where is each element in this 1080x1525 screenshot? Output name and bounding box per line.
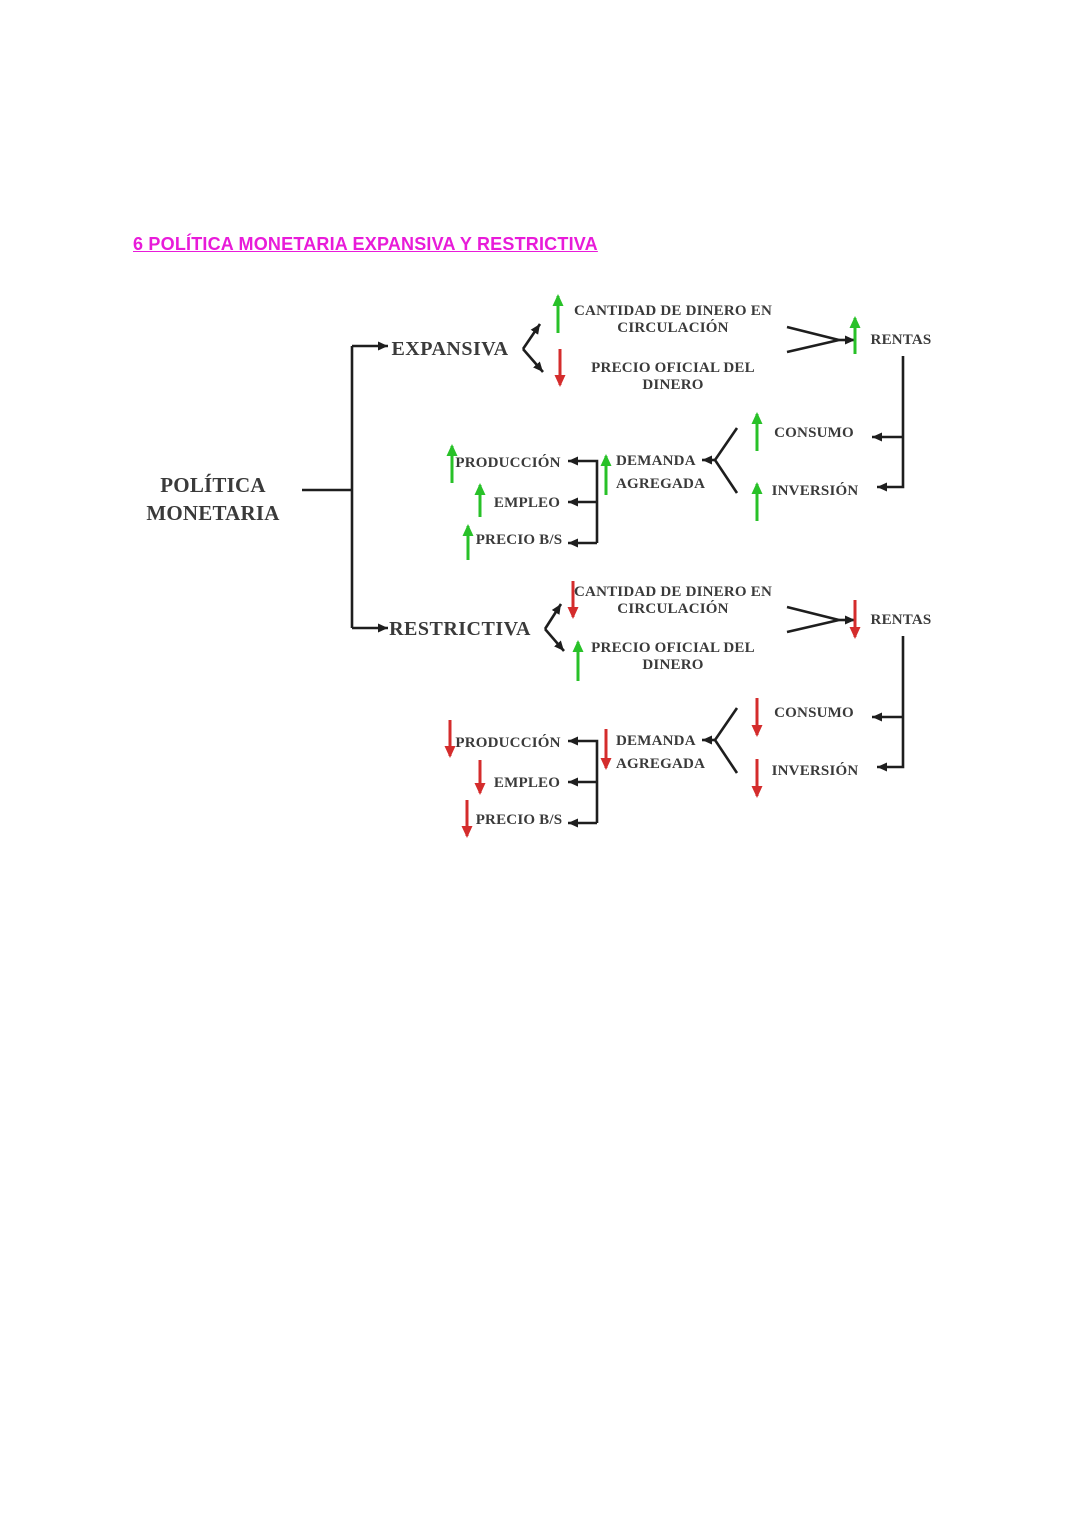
root-connectors xyxy=(302,341,388,633)
node-empleo-restrictiva: EMPLEO xyxy=(493,775,561,791)
node-inversion-expansiva: INVERSIÓN xyxy=(771,483,859,499)
node-cantidad-dinero-restrictiva: CANTIDAD DE DINERO EN CIRCULACIÓN xyxy=(574,584,772,617)
node-precio-oficial-expansiva: PRECIO OFICIAL DEL DINERO xyxy=(591,360,755,393)
node-expansiva: EXPANSIVA xyxy=(391,338,509,360)
expansiva-rentas-drop-line xyxy=(877,356,905,492)
node-restrictiva: RESTRICTIVA xyxy=(389,618,531,640)
node-demanda-agregada-restrictiva: DEMANDA AGREGADA xyxy=(616,733,706,772)
node-precio-bs-expansiva: PRECIO B/S xyxy=(475,532,563,548)
expansiva-split-lower-arrow xyxy=(522,348,544,373)
node-produccion-expansiva: PRODUCCIÓN xyxy=(455,455,561,471)
restrictiva-rentas-drop-line xyxy=(877,636,905,772)
node-inversion-restrictiva: INVERSIÓN xyxy=(771,763,859,779)
restrictiva-y-merge-lines xyxy=(713,707,739,774)
restrictiva-demanda-trunk-and-produccion-arrow xyxy=(568,736,599,823)
expansiva-y-merge-lines xyxy=(713,427,739,494)
node-precio-bs-restrictiva: PRECIO B/S xyxy=(475,812,563,828)
restrictiva-split-upper-arrow xyxy=(543,603,563,630)
node-rentas-expansiva: RENTAS xyxy=(870,332,932,348)
expansiva-connectors xyxy=(521,323,905,548)
node-politica-monetaria: POLÍTICA MONETARIA xyxy=(146,473,280,525)
expansiva-split-upper-arrow xyxy=(521,323,542,350)
node-precio-oficial-restrictiva: PRECIO OFICIAL DEL DINERO xyxy=(591,640,755,673)
node-produccion-restrictiva: PRODUCCIÓN xyxy=(455,735,561,751)
restrictiva-trend-arrows xyxy=(444,581,861,838)
node-demanda-agregada-expansiva: DEMANDA AGREGADA xyxy=(616,453,706,492)
restrictiva-split-lower-arrow xyxy=(544,628,565,652)
node-rentas-restrictiva: RENTAS xyxy=(870,612,932,628)
restrictiva-merge-lines xyxy=(786,605,840,634)
page-title: 6 POLÍTICA MONETARIA EXPANSIVA Y RESTRIC… xyxy=(133,234,598,254)
node-empleo-expansiva: EMPLEO xyxy=(493,495,561,511)
expansiva-demanda-trunk-and-produccion-arrow xyxy=(568,456,599,543)
node-cantidad-dinero-expansiva: CANTIDAD DE DINERO EN CIRCULACIÓN xyxy=(574,303,772,336)
node-consumo-expansiva: CONSUMO xyxy=(774,425,854,441)
expansiva-merge-lines xyxy=(786,325,840,354)
restrictiva-connectors xyxy=(543,603,905,828)
expansiva-trend-arrows xyxy=(446,294,861,560)
node-consumo-restrictiva: CONSUMO xyxy=(774,705,854,721)
